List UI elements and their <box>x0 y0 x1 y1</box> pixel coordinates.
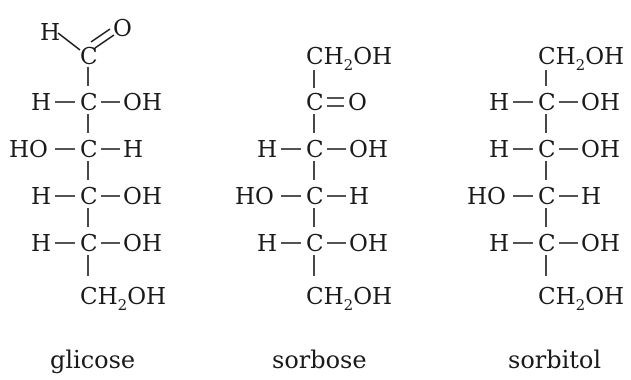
glicose-structure: H C O H C OH HO C H H C OH H C OH <box>9 16 166 374</box>
sorbose-row2-carbon: C <box>306 184 324 210</box>
sorbitol-caption: sorbitol <box>508 346 601 374</box>
sorbitol-top-group: CH2OH <box>538 44 624 74</box>
glicose-row2-left: HO <box>9 137 48 163</box>
sorbose-bottom-group: CH2OH <box>306 284 392 314</box>
sorbose-row3-left: H <box>257 231 277 257</box>
sorbitol-row3-left: HO <box>467 184 506 210</box>
sorbitol-row1-left: H <box>489 90 509 116</box>
sorbose-carbonyl-c: C <box>306 90 324 116</box>
sorbitol-row2-right: OH <box>581 137 620 163</box>
glicose-row3-left: H <box>31 184 51 210</box>
glicose-aldehyde-h-bond <box>57 32 81 51</box>
glicose-row2-carbon: C <box>80 137 98 163</box>
glicose-aldehyde-h: H <box>40 20 60 46</box>
glicose-double-bond-line-2 <box>94 34 115 49</box>
sorbitol-row3-right: H <box>581 184 601 210</box>
glicose-aldehyde-o: O <box>113 16 132 42</box>
sorbitol-structure: CH2OH H C OH H C OH HO C H H C OH CH2OH … <box>467 44 624 374</box>
sorbose-row2-right: H <box>349 184 369 210</box>
sorbitol-row4-right: OH <box>581 231 620 257</box>
sorbitol-row4-carbon: C <box>538 231 556 257</box>
sorbitol-row2-left: H <box>489 137 509 163</box>
glicose-row2-right: H <box>123 137 143 163</box>
glicose-bottom-group: CH2OH <box>80 284 166 314</box>
glicose-row1-left: H <box>31 90 51 116</box>
glicose-row4-carbon: C <box>80 231 98 257</box>
glicose-row1-carbon: C <box>80 90 98 116</box>
glicose-row1-right: OH <box>123 90 162 116</box>
sorbose-structure: CH2OH C O H C OH HO C H H C OH CH2OH sor… <box>235 44 392 374</box>
sorbitol-row2-carbon: C <box>538 137 556 163</box>
sorbitol-row3-carbon: C <box>538 184 556 210</box>
sorbose-top-group: CH2OH <box>306 44 392 74</box>
glicose-row4-left: H <box>31 231 51 257</box>
sorbose-carbonyl-o: O <box>348 90 367 116</box>
glicose-caption: glicose <box>50 346 135 374</box>
sorbitol-row4-left: H <box>489 231 509 257</box>
glicose-row3-carbon: C <box>80 184 98 210</box>
sorbose-row1-right: OH <box>349 137 388 163</box>
sorbose-row2-left: HO <box>235 184 274 210</box>
sorbose-row3-right: OH <box>349 231 388 257</box>
glicose-row4-right: OH <box>123 231 162 257</box>
sorbitol-row1-carbon: C <box>538 90 556 116</box>
glicose-row3-right: OH <box>123 184 162 210</box>
sorbose-row1-left: H <box>257 137 277 163</box>
sorbose-row3-carbon: C <box>306 231 324 257</box>
sorbose-caption: sorbose <box>272 346 367 374</box>
sorbitol-bottom-group: CH2OH <box>538 284 624 314</box>
sorbose-row1-carbon: C <box>306 137 324 163</box>
sorbitol-row1-right: OH <box>581 90 620 116</box>
glicose-double-bond-line-1 <box>90 28 111 43</box>
glicose-aldehyde-c: C <box>80 44 98 70</box>
